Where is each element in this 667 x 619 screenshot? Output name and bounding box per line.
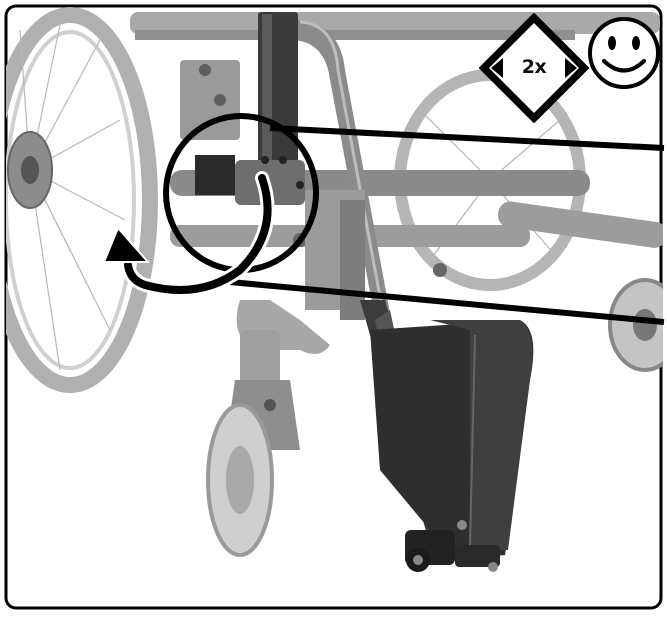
smiley-face-icon <box>590 19 658 87</box>
repeat-count-label: 2x <box>496 56 572 78</box>
right-caster <box>610 280 667 370</box>
